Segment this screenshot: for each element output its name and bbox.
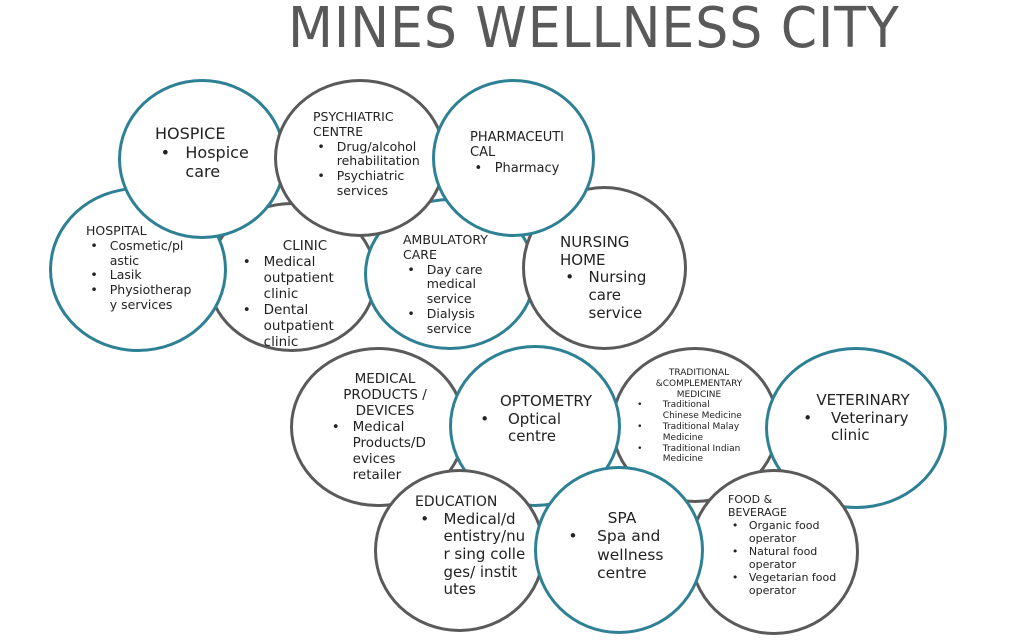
education-heading: EDUCATION: [415, 494, 498, 510]
traditional-heading: TRADITIONAL &COMPLEMENTARY MEDICINE: [655, 368, 743, 400]
bubble-spa: SPA Spa and wellness centre: [534, 466, 704, 634]
bubble-nursing-home: NURSING HOME Nursing care service: [522, 186, 687, 350]
psychiatric-heading: PSYCHIATRIC CENTRE: [313, 109, 394, 139]
bubble-pharmaceutical: PHARMACEUTI CAL Pharmacy: [432, 79, 595, 237]
list-item: Nursing care service: [560, 269, 661, 322]
list-item: Natural food operator: [728, 545, 829, 572]
list-item: Lasik: [86, 267, 196, 283]
bubble-education: EDUCATION Medical/d entistry/nur sing co…: [374, 469, 545, 632]
list-item: Hospice care: [155, 143, 265, 182]
bubble-psychiatric: PSYCHIATRIC CENTRE Drug/alcohol rehabili…: [274, 79, 446, 237]
list-item: Medical Products/D evices retailer: [327, 419, 433, 484]
list-item: Spa and wellness centre: [563, 527, 673, 582]
clinic-heading: CLINIC: [282, 238, 328, 254]
bubble-hospice: HOSPICE Hospice care: [118, 79, 286, 239]
list-item: Dental outpatient clinic: [238, 302, 352, 351]
list-item: Optical centre: [475, 410, 592, 446]
list-item: Physiotherap y services: [86, 282, 194, 313]
hospital-heading: HOSPITAL: [86, 223, 147, 238]
pharmaceutical-heading: PHARMACEUTI CAL: [470, 130, 565, 161]
list-item: Traditional Indian Medicine: [634, 444, 749, 466]
list-item: Organic food operator: [728, 519, 829, 546]
list-item: Day care medical service: [403, 262, 499, 307]
list-item: Traditional Malay Medicine: [634, 422, 743, 444]
list-item: Medical outpatient clinic: [238, 254, 352, 303]
list-item: Vegetarian food operator: [728, 571, 839, 598]
bubble-food-beverage: FOOD & BEVERAGE Organic food operator Na…: [689, 469, 859, 635]
list-item: Drug/alcohol rehabilitation: [313, 139, 429, 170]
veterinary-heading: VETERINARY: [816, 391, 910, 409]
optometry-heading: OPTOMETRY: [499, 392, 593, 410]
list-item: Veterinary clinic: [798, 409, 921, 445]
medical-products-heading: MEDICAL PRODUCTS / DEVICES: [343, 371, 427, 419]
hospice-heading: HOSPICE: [155, 124, 226, 143]
page-title: MINES WELLNESS CITY: [288, 0, 900, 61]
list-item: Cosmetic/pl astic: [86, 238, 190, 269]
list-item: Medical/d entistry/nur sing colleges/ in…: [415, 510, 526, 599]
list-item: Psychiatric services: [313, 168, 429, 199]
list-item: Dialysis service: [403, 306, 499, 337]
list-item: Traditional Chinese Medicine: [634, 400, 743, 422]
ambulatory-heading: AMBULATORY CARE: [403, 232, 488, 262]
list-item: Pharmacy: [470, 161, 580, 177]
nursing-heading: NURSING HOME: [560, 233, 630, 269]
food-heading: FOOD & BEVERAGE: [728, 493, 787, 519]
spa-heading: SPA: [607, 509, 637, 527]
